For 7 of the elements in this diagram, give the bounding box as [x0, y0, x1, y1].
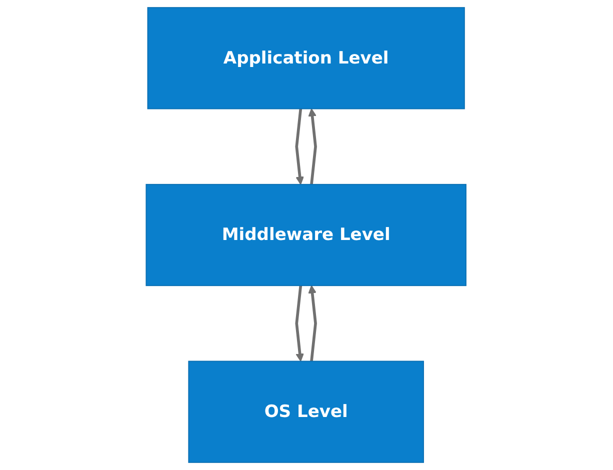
node-box: Application Level: [148, 7, 466, 110]
arrow: [308, 285, 318, 362]
node-box: OS Level: [188, 360, 424, 463]
arrow: [308, 108, 318, 185]
node-box: Middleware Level: [146, 184, 467, 286]
arrow: [296, 108, 304, 185]
arrow: [296, 285, 304, 362]
